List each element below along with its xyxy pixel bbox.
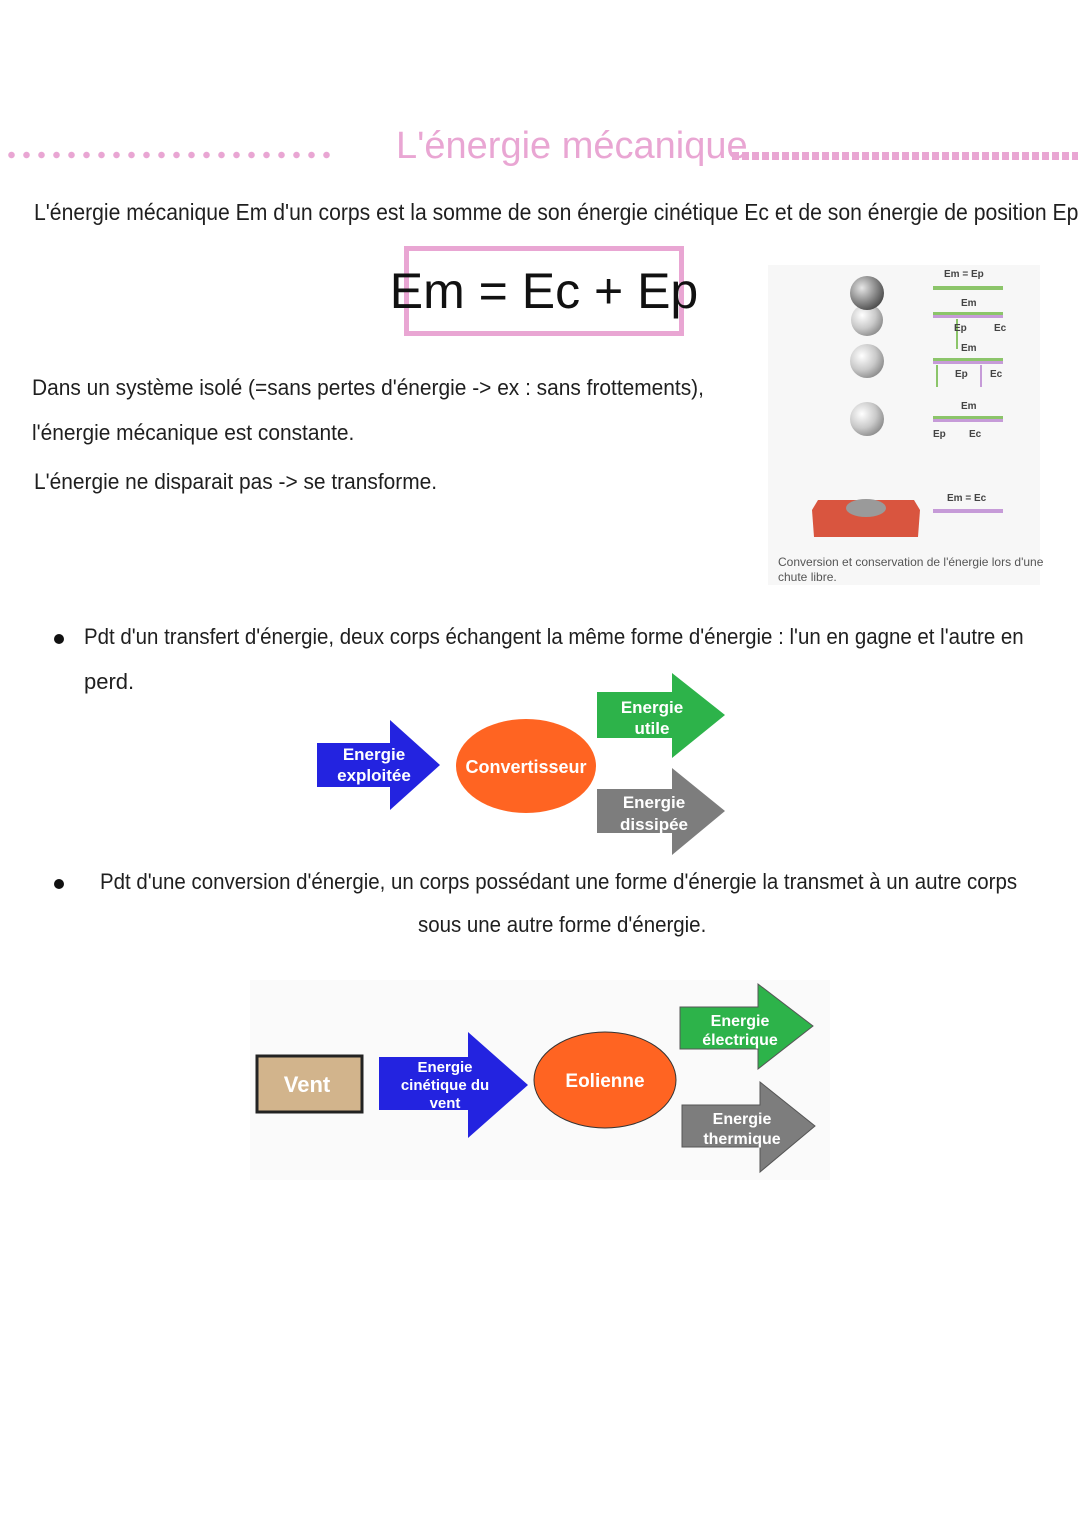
isolated-system-line1: Dans un système isolé (=sans pertes d'én… bbox=[32, 375, 704, 400]
tick-2 bbox=[936, 365, 938, 387]
fig-label-3: Ec bbox=[994, 323, 1007, 334]
bar-ep-4 bbox=[933, 416, 1003, 420]
ball-low bbox=[850, 402, 884, 436]
arrow-dissipated-label-2: dissipée bbox=[620, 815, 688, 834]
arrow-energie-cinetique bbox=[379, 1032, 528, 1138]
bullet2-line2: sous une autre forme d'énergie. bbox=[418, 912, 707, 937]
title-dots-left bbox=[4, 151, 334, 159]
arrow-energie-thermique bbox=[681, 1080, 816, 1174]
arrow2-out1-label-2: électrique bbox=[702, 1032, 778, 1049]
ball-mid bbox=[850, 344, 884, 378]
bar-em-2 bbox=[933, 315, 1003, 318]
fig-label-9: Ec bbox=[969, 429, 982, 440]
ball-top bbox=[850, 276, 884, 310]
formula-text: Em = Ec + Ep bbox=[389, 263, 699, 319]
arrow2-out1-label-1: Energie bbox=[711, 1013, 770, 1030]
arrow2-input-label-2: cinétique du bbox=[401, 1077, 489, 1094]
fig-label-6: Ec bbox=[990, 369, 1003, 380]
arrow-useful-label-1: Energie bbox=[621, 698, 683, 717]
converter-label: Convertisseur bbox=[465, 757, 586, 777]
bullet1-line2: perd. bbox=[84, 669, 135, 694]
bar-ep-3 bbox=[933, 358, 1003, 362]
fig-label-8: Ep bbox=[933, 429, 946, 440]
arrow2-input-label-1: Energie bbox=[417, 1059, 472, 1076]
bar-em-4 bbox=[933, 419, 1003, 422]
fig-label-1: Em bbox=[961, 298, 977, 309]
arrow-energie-dissipee bbox=[597, 768, 725, 855]
fig-label-5: Ep bbox=[955, 369, 968, 380]
ball-ground bbox=[846, 499, 886, 517]
figure-caption: Conversion et conservation de l'énergie … bbox=[778, 555, 1044, 584]
tick-1 bbox=[956, 319, 958, 349]
transform-text: L'énergie ne disparait pas -> se transfo… bbox=[34, 469, 438, 494]
transfer-diagram: Energie exploitée Convertisseur Energie … bbox=[317, 673, 725, 855]
fig-label-2: Ep bbox=[954, 323, 967, 334]
ground-block bbox=[812, 500, 920, 537]
bullet-dot-2 bbox=[54, 879, 64, 889]
box-vent bbox=[255, 1054, 364, 1114]
arrow2-out2-label-1: Energie bbox=[713, 1111, 772, 1128]
bullet-dot-1 bbox=[54, 634, 64, 644]
title-dots-right bbox=[732, 152, 1078, 160]
arrow-energie-utile bbox=[597, 673, 725, 758]
arrow-input-label-2: exploitée bbox=[337, 766, 411, 785]
bar-ep-2 bbox=[933, 312, 1003, 316]
arrow-useful-label-2: utile bbox=[635, 719, 670, 738]
definition-text: L'énergie mécanique Em d'un corps est la… bbox=[34, 199, 1080, 225]
conversion-diagram: Vent Energie cinétique du vent Eolienne … bbox=[255, 982, 816, 1174]
bullet2-line1: Pdt d'une conversion d'énergie, un corps… bbox=[100, 869, 1018, 894]
fig-label-0: Em = Ep bbox=[944, 269, 984, 280]
bar-ec-full bbox=[933, 509, 1003, 513]
ball-shadow-1 bbox=[851, 304, 883, 336]
arrow-input-label-1: Energie bbox=[343, 745, 405, 764]
bar-em-3 bbox=[933, 361, 1003, 364]
free-fall-figure: Em = Ep Em Ep Ec Em Ep Ec Em Ep Ec Em = … bbox=[768, 265, 1040, 585]
source-label: Vent bbox=[284, 1072, 331, 1097]
arrow-energie-electrique bbox=[679, 982, 814, 1071]
free-fall-illustration: Em = Ep Em Ep Ec Em Ep Ec Em Ep Ec Em = … bbox=[812, 269, 1007, 537]
ellipse-eolienne bbox=[533, 1031, 677, 1129]
page-title: L'énergie mécanique bbox=[396, 125, 748, 167]
formula-box: Em = Ec + Ep bbox=[390, 246, 698, 336]
arrow2-input-label-3: vent bbox=[430, 1095, 461, 1112]
fig-label-7: Em bbox=[961, 401, 977, 412]
arrow-energie-exploitee bbox=[317, 720, 440, 810]
tick-3 bbox=[980, 365, 982, 387]
bar-ep-full bbox=[933, 286, 1003, 290]
arrow2-out2-label-2: thermique bbox=[703, 1131, 780, 1148]
title-row: L'énergie mécanique bbox=[0, 125, 1080, 185]
arrow-dissipated-label-1: Energie bbox=[623, 793, 685, 812]
ellipse-convertisseur bbox=[456, 719, 596, 813]
eolienne-label: Eolienne bbox=[565, 1071, 644, 1092]
isolated-system-line2: l'énergie mécanique est constante. bbox=[32, 420, 355, 445]
fig-label-4: Em bbox=[961, 343, 977, 354]
bullet1-line1: Pdt d'un transfert d'énergie, deux corps… bbox=[84, 624, 1024, 649]
fig-label-10: Em = Ec bbox=[947, 493, 987, 504]
